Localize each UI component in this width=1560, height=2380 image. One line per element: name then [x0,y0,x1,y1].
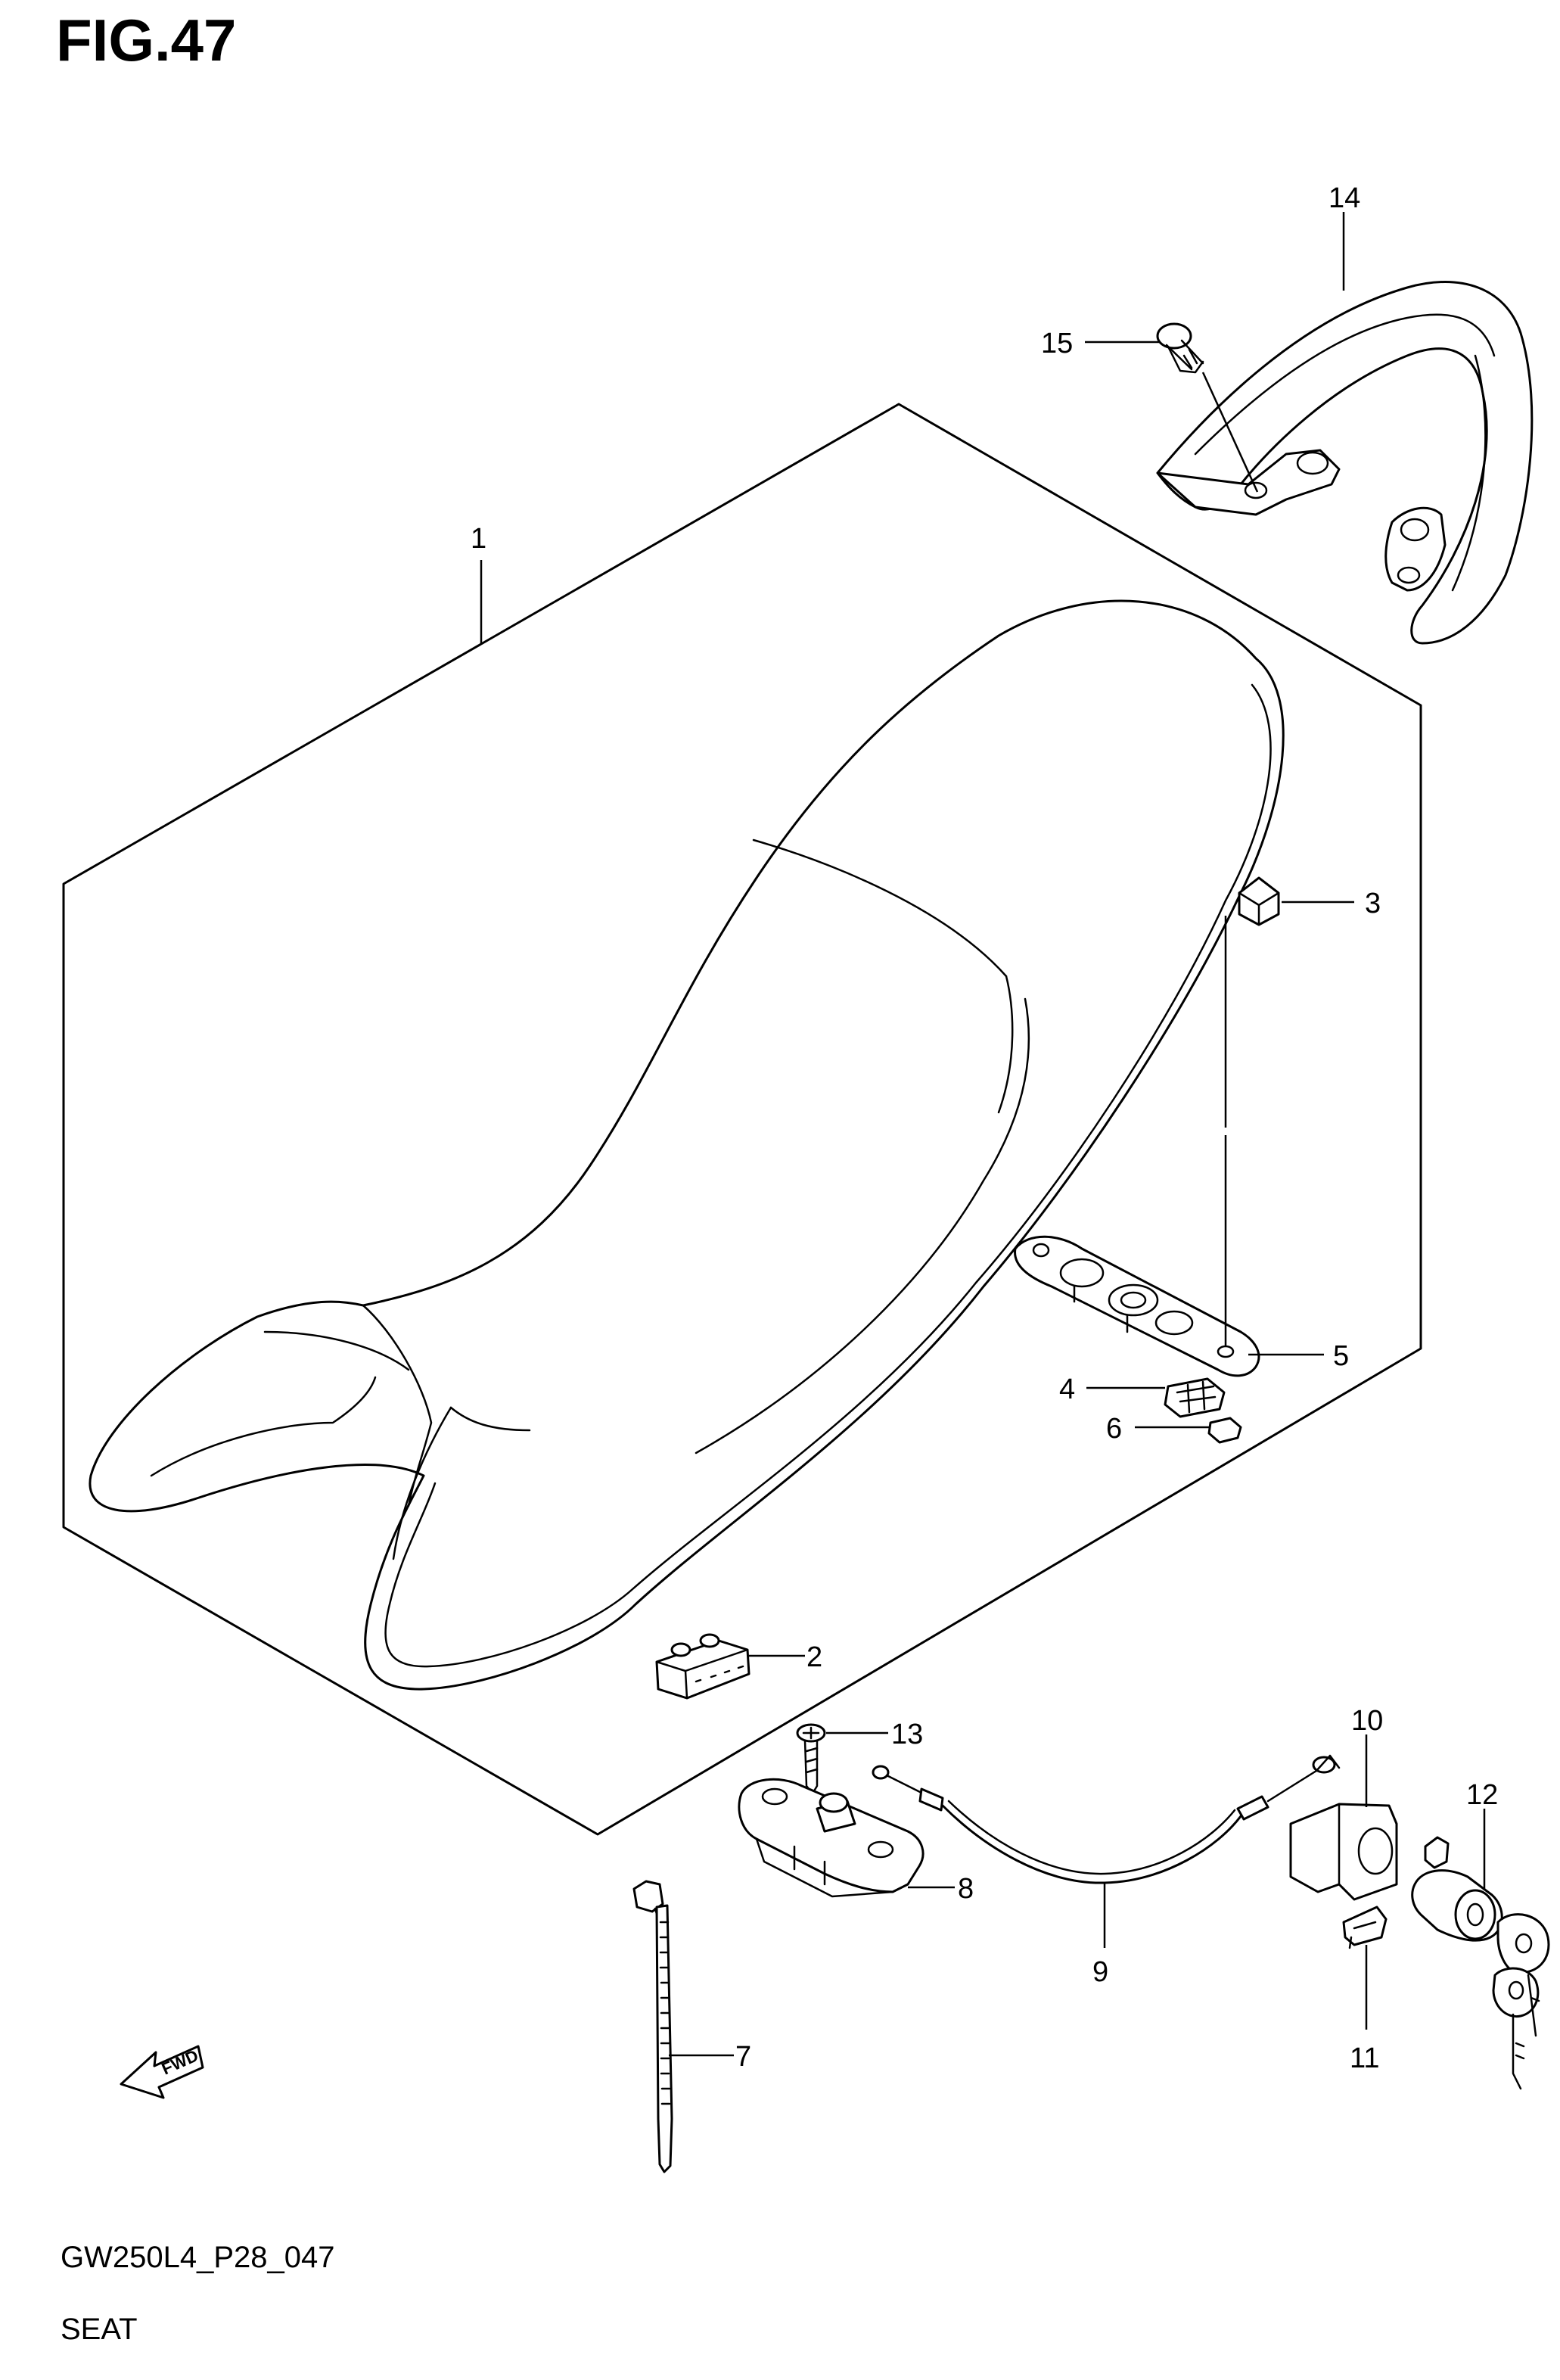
callout-14: 14 [1328,182,1360,214]
lock-bracket-drawing [1289,1803,1398,1901]
nut-drawing [1207,1417,1242,1444]
callout-4: 4 [1059,1374,1075,1405]
bolt-drawing [1156,322,1259,493]
callout-15: 15 [1041,328,1073,359]
lock-cable-drawing [872,1754,1341,1884]
nut-clip-drawing [1164,1377,1226,1418]
forward-direction-arrow: FWD [120,2045,204,2099]
assembly-boundary-hexagon [62,403,1422,1836]
section-name: SEAT [61,2313,138,2346]
callout-6: 6 [1106,1413,1122,1445]
callouts: 1 14 15 3 5 4 6 2 13 [471,182,1498,2074]
seat-drawing [89,599,1285,1691]
callout-13: 13 [891,1719,923,1750]
callout-8: 8 [958,1873,974,1905]
cable-clamp-drawing [1342,1906,1388,1949]
callout-11: 11 [1350,2042,1379,2074]
cable-tie-drawing [632,1880,673,2173]
screw-drawing [796,1723,826,1795]
callout-10: 10 [1351,1705,1383,1737]
drawing-code: GW250L4_P28_047 [61,2241,335,2274]
grab-rail-drawing [1156,281,1534,645]
seat-lock-drawing [738,1778,925,1898]
callout-1: 1 [471,523,486,555]
callout-12: 12 [1466,1779,1498,1811]
callout-9: 9 [1092,1956,1108,1988]
figure-title: FIG.47 [56,7,237,73]
callout-5: 5 [1333,1340,1349,1372]
rubber-cushion-drawing [1238,876,1280,926]
callout-7: 7 [735,2041,751,2073]
lock-key-set-drawing [1411,1836,1550,2090]
callout-2: 2 [806,1641,822,1673]
callout-3: 3 [1365,888,1381,919]
cushion-rubber-drawing [655,1633,750,1700]
hook-plate-drawing [1014,1235,1260,1377]
